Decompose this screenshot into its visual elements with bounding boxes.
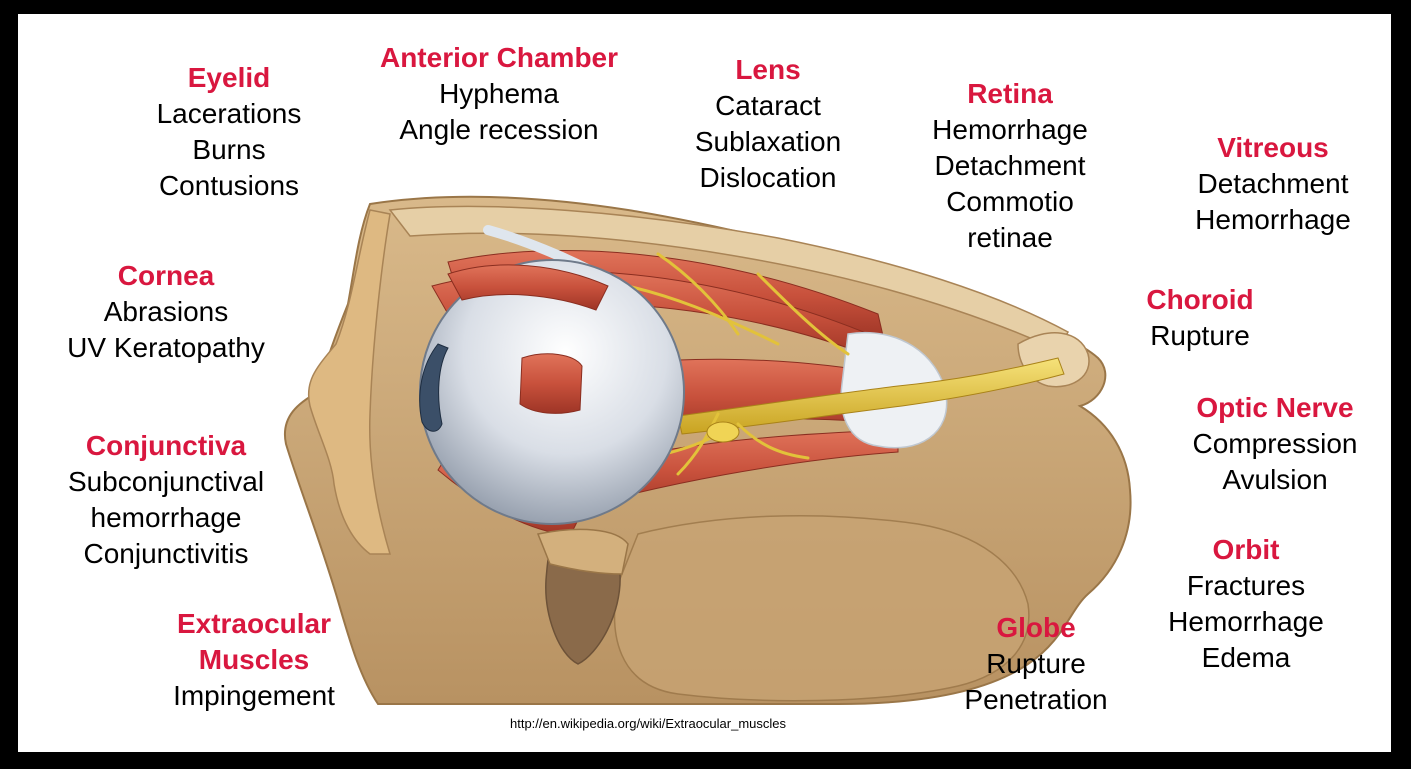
cornea-line: UV Keratopathy — [48, 330, 284, 366]
anterior-chamber-heading: Anterior Chamber — [354, 40, 644, 76]
lens-line: Dislocation — [670, 160, 866, 196]
label-extraocular-muscles: Extraocular Muscles Impingement — [154, 606, 354, 714]
label-anterior-chamber: Anterior Chamber Hyphema Angle recession — [354, 40, 644, 148]
lens-line: Cataract — [670, 88, 866, 124]
slide: Eyelid Lacerations Burns Contusions Ante… — [18, 14, 1391, 752]
retina-line: Hemorrhage — [910, 112, 1110, 148]
extraocular-muscles-line: Impingement — [154, 678, 354, 714]
eyelid-line: Burns — [125, 132, 333, 168]
choroid-heading: Choroid — [1128, 282, 1272, 318]
label-cornea: Cornea Abrasions UV Keratopathy — [48, 258, 284, 366]
eyelid-line: Lacerations — [125, 96, 333, 132]
globe-line: Rupture — [938, 646, 1134, 682]
optic-nerve-line: Compression — [1168, 426, 1382, 462]
eyelid-line: Contusions — [125, 168, 333, 204]
label-globe: Globe Rupture Penetration — [938, 610, 1134, 718]
conjunctiva-line: Subconjunctival — [48, 464, 284, 500]
conjunctiva-line: Conjunctivitis — [48, 536, 284, 572]
image-credit-url: http://en.wikipedia.org/wiki/Extraocular… — [510, 716, 786, 731]
label-conjunctiva: Conjunctiva Subconjunctival hemorrhage C… — [48, 428, 284, 572]
globe-line: Penetration — [938, 682, 1134, 718]
retina-line: Detachment — [910, 148, 1110, 184]
label-retina: Retina Hemorrhage Detachment Commotio re… — [910, 76, 1110, 256]
label-eyelid: Eyelid Lacerations Burns Contusions — [125, 60, 333, 204]
orbit-heading: Orbit — [1146, 532, 1346, 568]
anterior-chamber-line: Hyphema — [354, 76, 644, 112]
optic-nerve-heading: Optic Nerve — [1168, 390, 1382, 426]
vitreous-line: Detachment — [1168, 166, 1378, 202]
retina-line: Commotio — [910, 184, 1110, 220]
retina-line: retinae — [910, 220, 1110, 256]
orbit-line: Fractures — [1146, 568, 1346, 604]
label-lens: Lens Cataract Sublaxation Dislocation — [670, 52, 866, 196]
cornea-line: Abrasions — [48, 294, 284, 330]
choroid-line: Rupture — [1128, 318, 1272, 354]
cornea-heading: Cornea — [48, 258, 284, 294]
anterior-chamber-line: Angle recession — [354, 112, 644, 148]
conjunctiva-line: hemorrhage — [48, 500, 284, 536]
extraocular-muscles-heading: Extraocular Muscles — [154, 606, 354, 678]
lens-heading: Lens — [670, 52, 866, 88]
globe-heading: Globe — [938, 610, 1134, 646]
optic-nerve-line: Avulsion — [1168, 462, 1382, 498]
eyelid-heading: Eyelid — [125, 60, 333, 96]
orbit-line: Edema — [1146, 640, 1346, 676]
conjunctiva-heading: Conjunctiva — [48, 428, 284, 464]
label-orbit: Orbit Fractures Hemorrhage Edema — [1146, 532, 1346, 676]
muscle-insertion — [520, 354, 582, 414]
lens-line: Sublaxation — [670, 124, 866, 160]
ciliary-ganglion — [707, 422, 739, 442]
vitreous-heading: Vitreous — [1168, 130, 1378, 166]
label-vitreous: Vitreous Detachment Hemorrhage — [1168, 130, 1378, 238]
vitreous-line: Hemorrhage — [1168, 202, 1378, 238]
label-optic-nerve: Optic Nerve Compression Avulsion — [1168, 390, 1382, 498]
orbit-line: Hemorrhage — [1146, 604, 1346, 640]
retina-heading: Retina — [910, 76, 1110, 112]
label-choroid: Choroid Rupture — [1128, 282, 1272, 354]
